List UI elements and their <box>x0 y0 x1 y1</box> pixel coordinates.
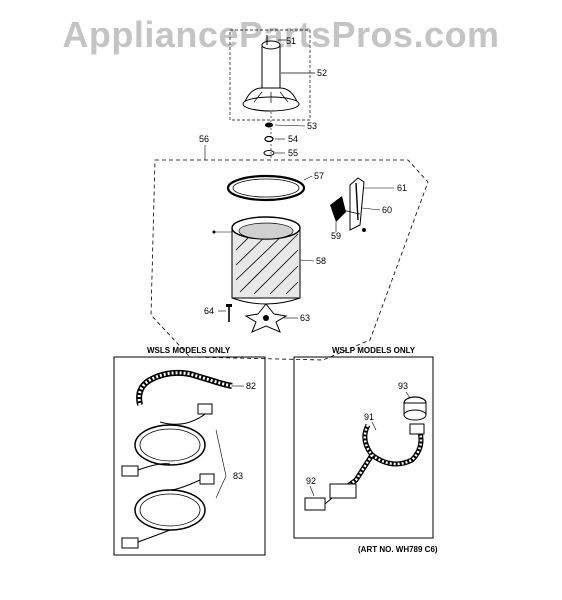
agitator-fasteners <box>263 112 306 158</box>
wslp-parts <box>304 391 427 511</box>
label-51: 51 <box>286 36 296 46</box>
label-60: 60 <box>382 205 392 215</box>
label-56: 56 <box>199 134 209 144</box>
wslp-box <box>293 356 434 539</box>
label-54: 54 <box>288 134 298 144</box>
watermark: AppliancePartsPros.com <box>62 14 500 55</box>
label-83: 83 <box>233 471 243 481</box>
tub-bracket <box>330 177 394 232</box>
wslp-header: WSLP MODELS ONLY <box>332 346 416 355</box>
wash-basket <box>212 216 315 305</box>
label-82: 82 <box>246 381 256 391</box>
wsls-header: WSLS MODELS ONLY <box>147 346 231 355</box>
tub-assembly-outline <box>150 159 429 361</box>
label-55: 55 <box>288 148 298 158</box>
label-64: 64 <box>204 306 214 316</box>
label-92: 92 <box>306 476 316 486</box>
label-59: 59 <box>331 231 341 241</box>
agitator-group <box>229 29 315 121</box>
art-number: (ART NO. WH789 C6) <box>358 545 438 554</box>
label-63: 63 <box>300 313 310 323</box>
label-53: 53 <box>307 121 317 131</box>
label-93: 93 <box>398 381 408 391</box>
label-61: 61 <box>397 183 407 193</box>
label-58: 58 <box>316 256 326 266</box>
label-57: 57 <box>314 171 324 181</box>
tub-ring <box>226 174 313 202</box>
wsls-hoses <box>121 369 244 549</box>
label-52: 52 <box>317 68 327 78</box>
wsls-box <box>113 356 266 556</box>
label-91: 91 <box>364 412 374 422</box>
drive-hub <box>218 303 298 333</box>
